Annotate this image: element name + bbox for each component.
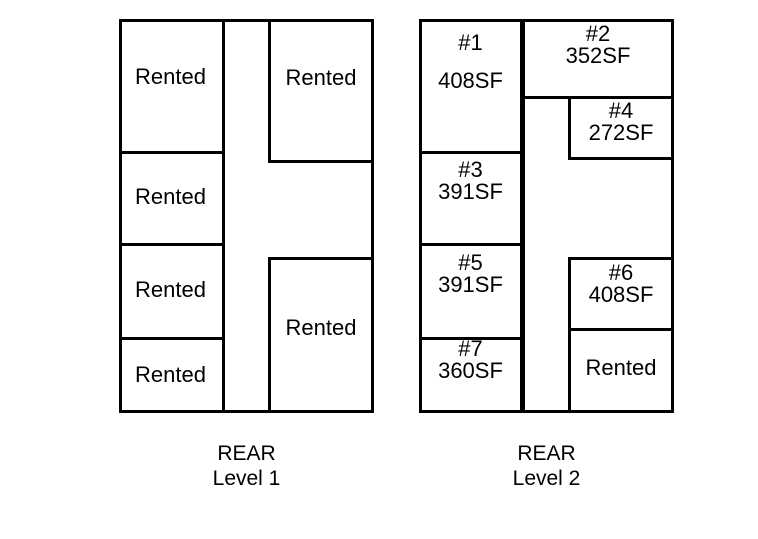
level1-unit-left1-label: Rented bbox=[119, 19, 222, 151]
level2-unit5-label: #5 391SF bbox=[419, 243, 522, 337]
level2-corridor-wall bbox=[520, 19, 525, 413]
level1-divider-2 bbox=[119, 243, 225, 246]
unit-number-text: #7 bbox=[458, 336, 483, 361]
unit-number-text: #6 bbox=[608, 260, 634, 285]
unit-area-text: 352SF bbox=[565, 43, 631, 68]
unit-label-text: Rented bbox=[285, 65, 357, 90]
level2-rented-label: Rented bbox=[568, 328, 674, 413]
level2-level-label: Level 2 bbox=[512, 467, 581, 490]
level1-divider-3 bbox=[119, 337, 225, 340]
level1-outline bbox=[119, 19, 374, 413]
level2-caption: REAR Level 2 bbox=[419, 441, 674, 491]
unit-label-text: Rented bbox=[585, 354, 657, 380]
unit-number-text: #3 bbox=[458, 157, 483, 182]
level2-unit4-box bbox=[568, 96, 674, 160]
level2-divider-3 bbox=[419, 337, 525, 340]
unit-label-text: Rented bbox=[135, 277, 206, 302]
unit-area-text: 360SF bbox=[438, 358, 503, 383]
level1-caption: REAR Level 1 bbox=[119, 441, 374, 491]
unit-area-text: 391SF bbox=[438, 179, 503, 204]
level2-unit6-label: #6 408SF bbox=[568, 257, 674, 331]
level1-divider-1 bbox=[119, 151, 225, 154]
level2-unit2-label: #2 352SF bbox=[522, 19, 674, 99]
unit-area-text: 408SF bbox=[438, 68, 503, 93]
level1-unit-left3-label: Rented bbox=[119, 243, 222, 337]
level2-rented-box bbox=[568, 328, 674, 413]
level2-divider-1 bbox=[419, 151, 525, 154]
unit-area-text: 408SF bbox=[588, 282, 654, 307]
level2-plan: #1 408SF #3 391SF #5 391SF #7 360SF #2 3… bbox=[419, 19, 674, 413]
level1-rear-label: REAR bbox=[217, 442, 276, 465]
level2-divider-2 bbox=[419, 243, 525, 246]
unit-label-text: Rented bbox=[135, 184, 206, 209]
unit-area-text: 272SF bbox=[588, 120, 654, 145]
level1-unit-right-top-label: Rented bbox=[268, 19, 374, 163]
unit-number-text: #1 bbox=[458, 30, 483, 55]
level1-right-top-unit-box bbox=[268, 19, 374, 163]
unit-number-text: #4 bbox=[608, 98, 634, 123]
unit-number-text: #5 bbox=[458, 250, 483, 275]
level1-plan: Rented Rented Rented Rented Rented Rente… bbox=[119, 19, 374, 413]
level1-unit-left4-label: Rented bbox=[119, 337, 222, 413]
level1-unit-right-bottom-label: Rented bbox=[268, 257, 374, 413]
level2-unit4-label: #4 272SF bbox=[568, 96, 674, 160]
level1-right-bottom-unit-box bbox=[268, 257, 374, 413]
level1-unit-left2-label: Rented bbox=[119, 151, 222, 243]
level1-corridor-wall bbox=[222, 19, 225, 413]
unit-label-text: Rented bbox=[285, 314, 357, 340]
unit-area-text: 391SF bbox=[438, 272, 503, 297]
level2-unit1-label: #1 408SF bbox=[419, 19, 522, 151]
level1-level-label: Level 1 bbox=[212, 467, 281, 490]
unit-label-text: Rented bbox=[135, 63, 206, 89]
level2-unit7-label: #7 360SF bbox=[419, 337, 522, 413]
unit-number-text: #2 bbox=[585, 21, 611, 46]
level2-rear-label: REAR bbox=[517, 442, 576, 465]
level2-unit3-label: #3 391SF bbox=[419, 151, 522, 243]
unit-label-text: Rented bbox=[135, 362, 206, 387]
